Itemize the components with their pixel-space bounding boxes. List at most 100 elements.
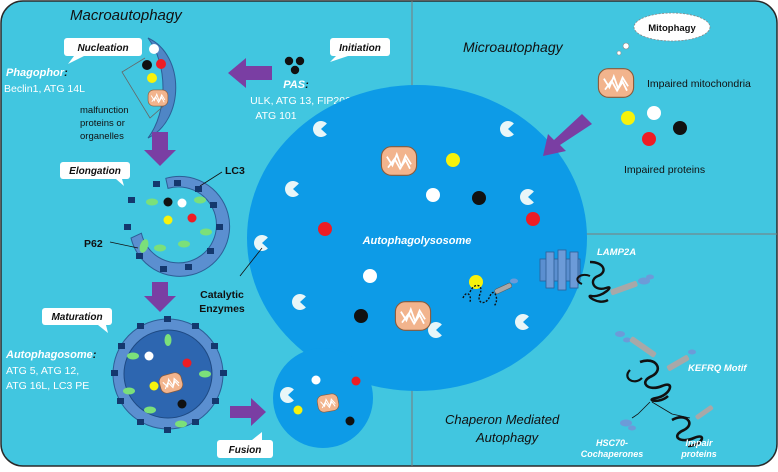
particle-white: [149, 44, 159, 54]
lc3-particle: [175, 420, 187, 428]
enzyme-pacman: [427, 322, 442, 338]
impaired-mitochondria-label: Impaired mitochondria: [647, 78, 751, 90]
enzyme-pacman: [499, 120, 514, 137]
lc3-particle: [127, 352, 139, 360]
particle-yellow: [446, 153, 460, 167]
lc3-particle: [144, 406, 156, 414]
maturation-label: Maturation: [51, 312, 102, 323]
arrow-initiation-to-nucleation: [228, 58, 272, 88]
pas-title: PAS:: [283, 79, 309, 91]
receptor: [216, 224, 223, 230]
hsc70-line2: Cochaperones: [581, 449, 644, 459]
hsc70-free: [620, 419, 636, 431]
particle-red: [351, 376, 361, 386]
elongation-callout: Elongation: [60, 162, 130, 186]
particle-black: [354, 309, 368, 323]
cma-title-line1: Chaperon Mediated: [445, 412, 560, 427]
enzymes-pointer: [239, 247, 263, 277]
autophagosome-line1: ATG 5, ATG 12,: [6, 365, 79, 377]
receptor: [111, 370, 118, 376]
particle-yellow: [149, 381, 159, 391]
particle-red: [187, 213, 197, 223]
enzyme-pacman: [279, 387, 294, 404]
pas-dot: [295, 56, 305, 66]
pas-dot: [284, 56, 294, 66]
particle-white: [311, 375, 321, 385]
protein-substrate-chain: [626, 369, 643, 383]
mitophagy-label: Mitophagy: [648, 23, 696, 34]
receptor: [195, 186, 202, 192]
autophagosome-title: Autophagosome:: [5, 349, 97, 361]
arrow-elongation-to-maturation: [144, 282, 176, 312]
cma-title-line2: Autophagy: [475, 430, 540, 445]
receptor: [210, 202, 217, 208]
malfunction-line1: malfunction: [80, 105, 129, 116]
pas-colon: :: [305, 79, 309, 91]
malfunction-line2: proteins or: [80, 118, 125, 129]
autophagosome-name: Autophagosome: [5, 349, 93, 361]
particle-white: [363, 269, 377, 283]
p62-pointer: [109, 241, 139, 249]
enzyme-pacman: [284, 181, 299, 197]
impair-line2: proteins: [680, 449, 717, 459]
unfolding-protein-chain: [576, 274, 591, 285]
lc3-particle: [146, 198, 158, 206]
lc3-label: LC3: [225, 165, 245, 177]
mitochondria-icon: [380, 145, 418, 177]
kefrq-label: KEFRQ Motif: [688, 363, 747, 374]
receptor: [164, 427, 171, 433]
receptor: [137, 323, 144, 329]
particle-black: [177, 399, 187, 409]
particle-white: [177, 198, 187, 208]
lc3-particle: [154, 244, 166, 252]
particle-red: [526, 212, 540, 226]
phagophor-title: Phagophor:: [6, 67, 68, 79]
phagophor-colon: :: [64, 67, 68, 79]
receptor: [160, 266, 167, 272]
receptor: [118, 343, 125, 349]
lc3-particle: [164, 334, 172, 346]
pas-name: PAS: [283, 79, 305, 91]
lc3-particle: [123, 387, 135, 395]
arrow-nucleation-to-elongation: [144, 132, 176, 166]
nucleation-label: Nucleation: [77, 43, 128, 54]
mitochondria-icon: [147, 89, 169, 107]
microautophagy-title: Microautophagy: [463, 39, 564, 55]
hsc70-line1: HSC70-: [596, 438, 628, 448]
enzyme-pacman: [514, 314, 529, 330]
impaired-protein-free: [671, 405, 714, 448]
particle-yellow: [293, 405, 303, 415]
split-pointer-left: [631, 401, 651, 419]
initiation-label: Initiation: [339, 43, 381, 54]
enzyme-pacman: [291, 294, 306, 311]
particle-red: [318, 222, 332, 236]
maturation-callout: Maturation: [42, 308, 112, 333]
receptor: [207, 248, 214, 254]
catalytic-enzymes: [253, 120, 534, 404]
elongation-label: Elongation: [69, 166, 121, 177]
cma-complex: [615, 331, 696, 403]
receptor: [174, 180, 181, 186]
particle-black: [472, 191, 486, 205]
pas-dots: [284, 56, 305, 75]
impaired-proteins-label: Impaired proteins: [624, 164, 705, 176]
lysosomal-protein-inside: [462, 278, 518, 307]
enzyme-pacman: [253, 235, 268, 252]
particle-yellow: [621, 111, 635, 125]
lc3-particle: [194, 196, 206, 204]
receptor: [128, 197, 135, 203]
receptor: [220, 370, 227, 376]
autophagosome-line2: ATG 16L, LC3 PE: [6, 380, 89, 392]
enzyme-pacman: [519, 189, 534, 205]
impair-line1: Impair: [685, 438, 713, 448]
fusion-callout: Fusion: [217, 432, 273, 458]
autophagosome: [111, 316, 227, 433]
receptor: [137, 419, 144, 425]
particle-white: [426, 188, 440, 202]
fusion-label: Fusion: [229, 445, 262, 456]
catalytic-line2: Enzymes: [199, 303, 245, 315]
mitophagy-cloud: Mitophagy: [616, 12, 711, 56]
particle-red: [182, 358, 192, 368]
